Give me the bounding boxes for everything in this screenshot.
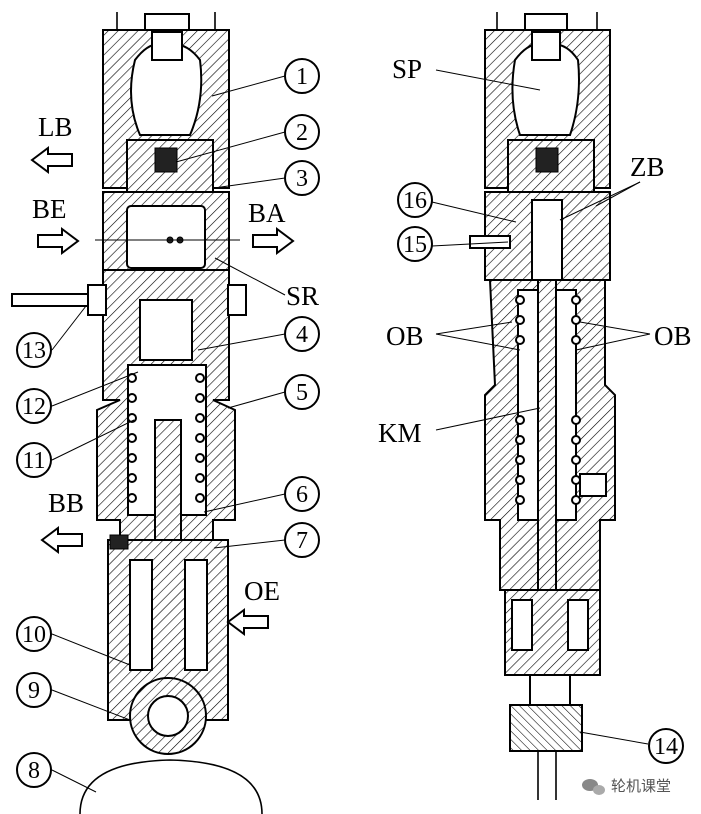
- left-callouts: 1 2 3 4 5 6 7 8 9 10 11 12 13: [16, 58, 320, 793]
- callout-12: 12: [22, 394, 46, 420]
- left-valve-drawing: [11, 12, 263, 814]
- callout-7: 7: [296, 528, 308, 554]
- label-oe: OE: [244, 576, 280, 606]
- label-ob-right: OB: [654, 321, 692, 351]
- label-ob-left: OB: [386, 321, 424, 351]
- label-bb: BB: [48, 488, 84, 518]
- label-sr: SR: [286, 281, 319, 311]
- callout-2: 2: [296, 120, 308, 146]
- label-km: KM: [378, 418, 422, 448]
- callout-5: 5: [296, 380, 308, 406]
- callout-10: 10: [22, 622, 46, 648]
- left-flow-arrows: [30, 146, 295, 636]
- label-sp: SP: [392, 54, 422, 84]
- label-zb: ZB: [630, 152, 665, 182]
- right-valve-drawing: [469, 12, 616, 800]
- callout-13: 13: [22, 338, 46, 364]
- callout-9: 9: [28, 678, 40, 704]
- lb-arrow-icon: [30, 146, 73, 174]
- wechat-icon: [582, 779, 605, 795]
- right-callouts: 16 15 14: [397, 182, 684, 764]
- left-spring: [127, 373, 205, 503]
- callout-8: 8: [28, 758, 40, 784]
- callout-16: 16: [403, 188, 427, 214]
- callout-4: 4: [296, 322, 308, 348]
- bb-arrow-icon: [40, 526, 83, 554]
- watermark-text: 轮机课堂: [611, 777, 671, 795]
- ba-arrow-icon: [252, 227, 295, 255]
- watermark: 轮机课堂: [582, 777, 671, 795]
- oe-arrow-icon: [226, 608, 269, 636]
- label-be: BE: [32, 194, 67, 224]
- callout-3: 3: [296, 166, 308, 192]
- be-arrow-icon: [37, 227, 80, 255]
- label-ba: BA: [248, 198, 286, 228]
- callout-1: 1: [296, 64, 308, 90]
- callout-11: 11: [22, 448, 45, 474]
- label-lb: LB: [38, 112, 73, 142]
- callout-6: 6: [296, 482, 308, 508]
- callout-14: 14: [654, 734, 678, 760]
- callout-15: 15: [403, 232, 427, 258]
